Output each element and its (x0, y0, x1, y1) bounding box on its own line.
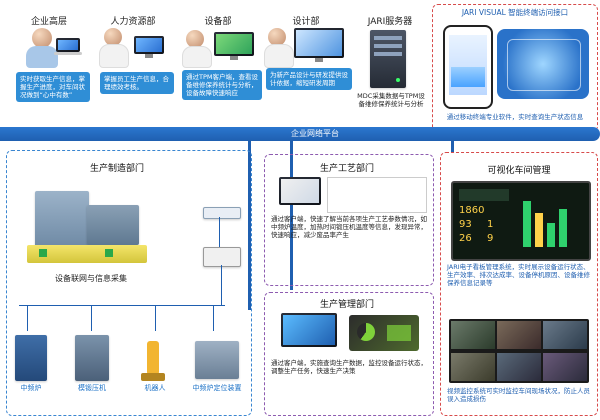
server-desc: MDC采集数据与TPM设备维修保养统计与分析 (357, 92, 425, 108)
role-desc: 掌握员工生产信息，合理绩效考核。 (100, 72, 174, 94)
role-title: 企业高层 (30, 17, 67, 27)
device-robot: 机器人 (133, 335, 177, 395)
connector-line (27, 305, 28, 331)
connector-line (219, 217, 220, 247)
press-icon (75, 335, 109, 381)
board-value: 93 (459, 219, 472, 230)
network-switch-icon (203, 207, 241, 219)
video-desc: 视频监控系统可实时监控车间现场状况，防止人员误入造成损伤 (447, 387, 590, 403)
server-block: JARI服务器 MDC采集数据与TPM设备维修保养统计与分析 (354, 2, 426, 130)
board-value: 1 (487, 219, 494, 230)
role-title: 设计部 (292, 17, 320, 27)
connector-line (221, 265, 222, 305)
factory-machine-icon (25, 187, 155, 273)
management-desc: 通过客户端，实施查询生产数据，监控设备运行状态，调整生产任务，快速生产决策 (271, 359, 427, 375)
person-icon (268, 28, 286, 46)
top-roles-area: 企业高层 实时获取生产信息，掌握生产进度，对车间状况做到“心中有数” 人力资源部… (6, 2, 426, 130)
furnace-icon (15, 335, 47, 381)
remote-title: JARI VISUAL 智能终端访问接口 (461, 8, 569, 17)
person-icon (186, 30, 204, 48)
device-label: 中频炉定位装置 (192, 384, 242, 392)
role-desc: 实时获取生产信息，掌握生产进度，对车间状况做到“心中有数” (16, 72, 90, 102)
manufacturing-title: 生产制造部门 (87, 161, 148, 174)
person-monitor-icon (279, 177, 321, 209)
connector-line (19, 305, 225, 306)
process-screen-icon (327, 177, 427, 213)
data-collector-icon (203, 247, 241, 267)
management-title: 生产管理部门 (317, 297, 378, 310)
monitor-icon (294, 28, 344, 62)
positioner-icon (195, 341, 239, 379)
network-line (248, 140, 251, 310)
person-icon (104, 28, 122, 46)
remote-access-panel: JARI VISUAL 智能终端访问接口 通过移动终端专业软件，实时查询生产状态… (432, 4, 598, 132)
connector-line (91, 305, 92, 331)
monitor-icon (214, 32, 254, 60)
board-value: 26 (459, 233, 472, 244)
server-icon (370, 30, 406, 88)
smartphone-icon (443, 25, 493, 109)
laptop-icon (54, 38, 82, 56)
manufacturing-panel: 生产制造部门 设备联网与信息采集 中频炉 模锻压机 机器人 中频炉定位装置 (6, 150, 252, 416)
network-bar: 企业网络平台 (0, 127, 600, 141)
network-label: 企业网络平台 (291, 129, 339, 138)
robot-arm-icon (147, 341, 159, 375)
role-equipment: 设备部 通过TPM客户端，查看设备维修保养统计与分析，设备故障快速响应 (178, 2, 262, 130)
device-medium-frequency-furnace: 中频炉 (11, 335, 51, 395)
visual-desc: JARI电子看板管理系统，实时展示设备运行状态、生产效率、排次达成率、设备停机原… (447, 263, 590, 287)
person-body-icon (264, 44, 294, 68)
role-desc: 通过TPM客户端，查看设备维修保养统计与分析，设备故障快速响应 (182, 70, 262, 100)
role-hr: 人力资源部 掌握员工生产信息，合理绩效考核。 (94, 2, 174, 130)
manufacturing-net-label: 设备联网与信息采集 (55, 274, 127, 283)
device-forging-press: 模锻压机 (67, 335, 117, 395)
role-desc: 为新产品设计与研发提供设计依据，缩短研发周期 (266, 68, 352, 90)
person-body-icon (182, 46, 212, 68)
network-line (290, 140, 293, 290)
management-panel: 生产管理部门 通过客户端，实施查询生产数据，监控设备运行状态，调整生产任务，快速… (264, 292, 434, 416)
person-body-icon (26, 46, 58, 68)
device-furnace-positioner: 中频炉定位装置 (185, 335, 249, 395)
process-panel: 生产工艺部门 通过客户端，快速了解当前各项生产工艺参数情况，如中频炉温度，加热时… (264, 154, 434, 286)
role-design: 设计部 为新产品设计与研发提供设计依据，缩短研发周期 (264, 2, 352, 130)
person-icon (32, 28, 52, 48)
server-title: JARI服务器 (367, 17, 413, 27)
connector-line (155, 305, 156, 331)
board-value: 9 (487, 233, 494, 244)
video-monitor-icon (449, 319, 589, 383)
device-label: 机器人 (144, 384, 166, 392)
process-desc: 通过客户端，快速了解当前各项生产工艺参数情况，如中频炉温度，加热时间锻压机温度等… (271, 215, 427, 239)
connector-line (213, 305, 214, 331)
device-label: 模锻压机 (78, 384, 106, 392)
visual-management-panel: 可视化车间管理 1860 93 1 26 9 JARI电子看板管理系统，实时展示… (440, 152, 598, 416)
process-title: 生产工艺部门 (317, 161, 378, 174)
person-body-icon (99, 44, 129, 68)
device-label: 中频炉 (20, 384, 42, 392)
network-line (451, 140, 454, 152)
person-monitor-icon (281, 313, 337, 351)
monitor-icon (134, 36, 164, 58)
role-title: 人力资源部 (110, 17, 156, 27)
remote-desc: 通过移动终端专业软件，实时查询生产状态信息 (446, 113, 584, 121)
role-title: 设备部 (204, 17, 232, 27)
electronic-board-icon: 1860 93 1 26 9 (451, 181, 591, 261)
role-executive: 企业高层 实时获取生产信息，掌握生产进度，对车间状况做到“心中有数” (10, 2, 90, 130)
tablet-icon (497, 29, 589, 99)
dashboard-screen-icon (349, 315, 419, 351)
board-value: 1860 (459, 205, 485, 216)
visual-title: 可视化车间管理 (487, 166, 551, 176)
